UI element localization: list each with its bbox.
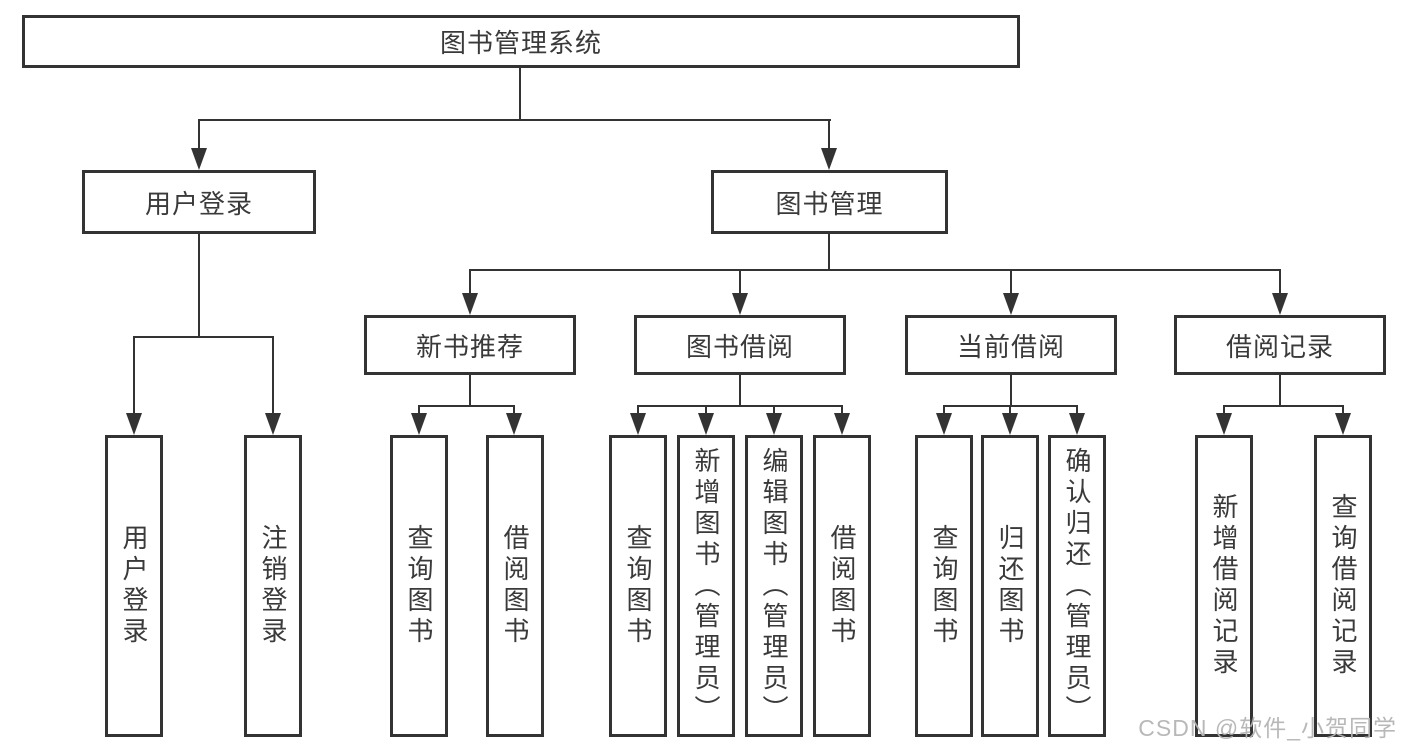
node-new-book-recommend: 新书推荐: [364, 315, 576, 375]
arrowhead-down-icon: [1216, 413, 1232, 435]
connector-root-bar: [198, 119, 831, 121]
connector-book-borrow-stem: [739, 375, 741, 407]
connector-drop-leaf: [943, 405, 945, 414]
leaf-label: 确认归还（管理员）: [1062, 446, 1092, 726]
node-borrow-records: 借阅记录: [1174, 315, 1386, 375]
node-book-borrow: 图书借阅: [634, 315, 846, 375]
arrowhead-down-icon: [191, 148, 207, 170]
leaf-user-login: 用户登录: [105, 435, 163, 737]
leaf-label: 查询借阅记录: [1328, 493, 1358, 679]
leaf-label: 编辑图书（管理员）: [759, 446, 789, 726]
connector-drop-leaf: [705, 405, 707, 414]
arrowhead-down-icon: [936, 413, 952, 435]
arrowhead-down-icon: [821, 148, 837, 170]
connector-drop-leaf: [1342, 405, 1344, 414]
node-root: 图书管理系统: [22, 15, 1020, 68]
leaf-query-book-3: 查询图书: [915, 435, 973, 737]
connector-borrow-records-stem: [1279, 375, 1281, 407]
node-book-management: 图书管理: [711, 170, 948, 234]
connector-drop-current-borrow: [1010, 269, 1012, 294]
connector-drop-user-login: [198, 119, 200, 149]
connector-drop-leaf: [1223, 405, 1225, 414]
leaf-label: 新增借阅记录: [1209, 493, 1239, 679]
arrowhead-down-icon: [126, 413, 142, 435]
arrowhead-down-icon: [698, 413, 714, 435]
connector-drop-leaf: [1076, 405, 1078, 414]
connector-drop-book-borrow: [739, 269, 741, 294]
arrowhead-down-icon: [462, 293, 478, 315]
leaf-borrow-book-1: 借阅图书: [486, 435, 544, 737]
leaf-label: 借阅图书: [500, 524, 530, 648]
leaf-add-book-admin: 新增图书（管理员）: [677, 435, 735, 737]
leaf-edit-book-admin: 编辑图书（管理员）: [745, 435, 803, 737]
connector-user-login-bar: [133, 336, 274, 338]
connector-drop-new-book: [469, 269, 471, 294]
leaf-confirm-return-admin: 确认归还（管理员）: [1048, 435, 1106, 737]
connector-drop-leaf: [513, 405, 515, 414]
node-user-login: 用户登录: [82, 170, 316, 234]
leaf-label: 用户登录: [119, 524, 149, 648]
leaf-label: 查询图书: [623, 524, 653, 648]
leaf-label: 查询图书: [929, 524, 959, 648]
leaf-label: 新增图书（管理员）: [691, 446, 721, 726]
arrowhead-down-icon: [1069, 413, 1085, 435]
connector-drop-book-management: [828, 119, 830, 149]
arrowhead-down-icon: [1272, 293, 1288, 315]
connector-drop-leaf: [1009, 405, 1011, 414]
leaf-borrow-book-2: 借阅图书: [813, 435, 871, 737]
connector-current-borrow-stem: [1010, 375, 1012, 407]
node-current-borrow: 当前借阅: [905, 315, 1117, 375]
connector-user-login-stem: [198, 234, 200, 338]
leaf-return-book: 归还图书: [981, 435, 1039, 737]
leaf-query-book-2: 查询图书: [609, 435, 667, 737]
connector-drop-leaf: [133, 336, 135, 414]
connector-drop-leaf: [637, 405, 639, 414]
arrowhead-down-icon: [506, 413, 522, 435]
connector-drop-leaf: [418, 405, 420, 414]
connector-drop-borrow-records: [1279, 269, 1281, 294]
leaf-query-book-1: 查询图书: [390, 435, 448, 737]
leaf-label: 注销登录: [258, 524, 288, 648]
arrowhead-down-icon: [1335, 413, 1351, 435]
arrowhead-down-icon: [834, 413, 850, 435]
connector-root-stem: [519, 68, 521, 121]
arrowhead-down-icon: [1003, 293, 1019, 315]
arrowhead-down-icon: [630, 413, 646, 435]
leaf-query-borrow-record: 查询借阅记录: [1314, 435, 1372, 737]
arrowhead-down-icon: [732, 293, 748, 315]
connector-drop-leaf: [841, 405, 843, 414]
arrowhead-down-icon: [1002, 413, 1018, 435]
connector-book-borrow-bar: [637, 405, 843, 407]
connector-drop-leaf: [773, 405, 775, 414]
connector-book-management-stem: [828, 234, 830, 271]
arrowhead-down-icon: [766, 413, 782, 435]
arrowhead-down-icon: [265, 413, 281, 435]
leaf-logout: 注销登录: [244, 435, 302, 737]
arrowhead-down-icon: [411, 413, 427, 435]
leaf-label: 归还图书: [995, 524, 1025, 648]
connector-book-management-bar: [469, 269, 1281, 271]
connector-new-book-stem: [469, 375, 471, 407]
csdn-watermark: CSDN @软件_小贺同学: [1138, 715, 1397, 741]
leaf-label: 查询图书: [404, 524, 434, 648]
leaf-add-borrow-record: 新增借阅记录: [1195, 435, 1253, 737]
leaf-label: 借阅图书: [827, 524, 857, 648]
connector-borrow-records-bar: [1223, 405, 1344, 407]
connector-new-book-bar: [418, 405, 515, 407]
connector-drop-leaf: [272, 336, 274, 414]
